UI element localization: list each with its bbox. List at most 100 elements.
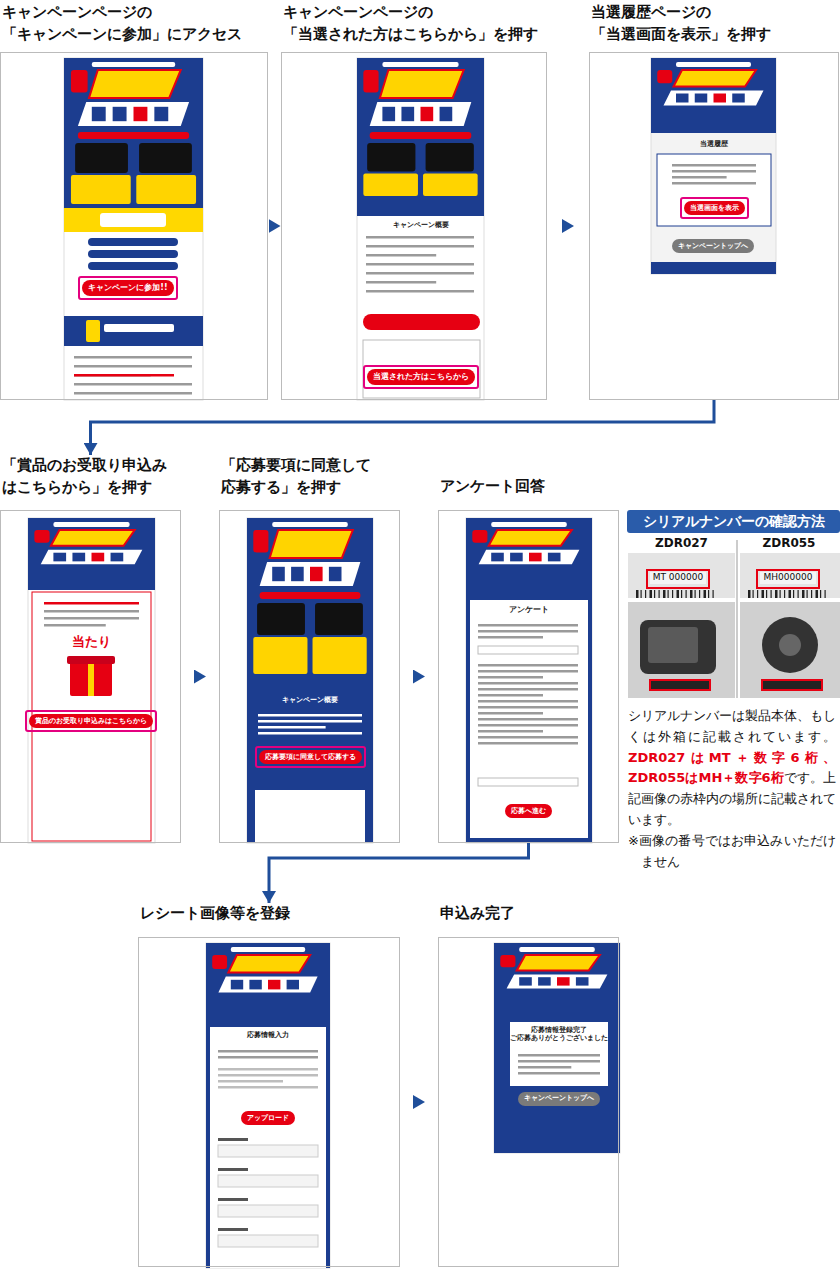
- text-line: [366, 236, 474, 239]
- screen: [357, 58, 484, 400]
- banner-title-block: [510, 553, 523, 562]
- text-line: [478, 712, 543, 715]
- barcode-bar: [699, 590, 700, 598]
- banner-title-block: [231, 980, 243, 990]
- step-panel: 申込み完了キャンペーントップへ: [438, 903, 619, 1267]
- link-pill: [88, 238, 178, 246]
- barcode-bar: [793, 590, 794, 598]
- input-box: [218, 1175, 318, 1187]
- serial-photos: [628, 540, 840, 698]
- barcode-bar: [771, 590, 772, 598]
- step-panel: キャンペーンページの 「当選された方はこちらから」を押す当選された方はこちらから: [281, 2, 547, 400]
- text-line: [366, 281, 436, 284]
- highlighted-button: 当選された方はこちらから: [363, 365, 479, 389]
- device-serial: [762, 680, 822, 690]
- input-box: [218, 1235, 318, 1247]
- banner-price: [136, 175, 196, 204]
- text-line: [518, 1060, 600, 1063]
- button-label: 当選された方はこちらから: [367, 369, 475, 385]
- text-line: [478, 630, 578, 633]
- divider: [737, 540, 738, 698]
- text-line: [478, 682, 578, 685]
- banner-subtitle: [519, 947, 595, 952]
- text-line: [478, 724, 578, 727]
- barcode-bar: [677, 590, 680, 598]
- barcode-bar: [659, 590, 660, 598]
- text-line: [672, 164, 756, 167]
- button: キャンペーントップへ: [672, 239, 754, 253]
- serial-frame: [757, 570, 819, 588]
- banner-title-block: [92, 553, 105, 562]
- gift-box: [70, 662, 112, 696]
- step-caption: キャンペーンページの 「キャンペーンに参加」にアクセス: [0, 2, 268, 46]
- reason-mark: [86, 320, 100, 342]
- banner-background: [206, 943, 330, 1023]
- step-panel: 「応募要項に同意して 応募する」を押す応募要項に同意して応募する: [219, 455, 400, 843]
- banner-price: [71, 175, 131, 204]
- banner-title-block: [272, 567, 285, 581]
- button-label: アップロード: [241, 1111, 295, 1125]
- screen-text: キャンペーン概要: [247, 696, 373, 705]
- banner-title-block: [519, 977, 532, 985]
- text-line: [478, 718, 578, 721]
- screenshot-frame: [219, 510, 400, 843]
- step-caption: 「応募要項に同意して 応募する」を押す: [219, 455, 400, 499]
- screenshot: [466, 518, 592, 843]
- text-line: [478, 736, 578, 739]
- content-bg: [247, 678, 373, 843]
- banner-badge: [34, 530, 49, 543]
- banner-badge: [363, 70, 378, 92]
- select-box: [478, 778, 578, 786]
- screen-text: 当選履歴: [651, 140, 776, 149]
- form-label: [218, 1228, 248, 1231]
- content-bg: [206, 1023, 330, 1268]
- highlighted-button: 応募要項に同意して応募する: [255, 746, 366, 768]
- serial-label: MH000000: [760, 572, 816, 584]
- banner-amount: [228, 955, 310, 973]
- screenshot: [28, 518, 155, 843]
- banner-badge: [253, 530, 268, 552]
- banner-background: [466, 518, 592, 590]
- barcode-bar: [757, 590, 758, 598]
- text-line: [478, 730, 543, 733]
- serial-frame: [647, 570, 709, 588]
- form-card: [210, 1027, 326, 1268]
- barcode-bar: [686, 590, 687, 598]
- text-line-red: [44, 602, 139, 605]
- gift-lid: [67, 656, 115, 664]
- link-pill: [88, 250, 178, 258]
- banner-title-block: [440, 107, 453, 121]
- screenshot: [494, 943, 620, 1153]
- form-label: [218, 1198, 248, 1201]
- text-line: [478, 688, 578, 691]
- screen: [28, 518, 155, 843]
- barcode-bar: [650, 590, 653, 598]
- banner-subtitle: [272, 522, 348, 527]
- banner-title-block: [401, 107, 414, 121]
- text-line: [74, 356, 192, 359]
- form-label: [218, 1138, 248, 1141]
- screen-text: 当たり: [32, 634, 151, 651]
- banner-price: [313, 637, 367, 674]
- text-line: [44, 617, 139, 620]
- button-label: 応募へ進む: [505, 804, 552, 818]
- text-line: [74, 365, 192, 368]
- text-line: [672, 170, 756, 173]
- serial-paragraph: シリアルナンバーは製品本体、もしくは外箱に記載されています。ZDR027はMT＋…: [628, 706, 836, 831]
- button-label: キャンペーンに参加!!: [82, 280, 173, 296]
- banner-title: [41, 550, 143, 564]
- banner-background: [247, 518, 373, 678]
- barcode-bar: [789, 590, 792, 598]
- text-line: [218, 1080, 283, 1083]
- barcode-bar: [748, 590, 751, 598]
- device-serial: [650, 680, 710, 690]
- barcode-bar: [713, 590, 714, 598]
- done-card: [510, 1022, 608, 1086]
- text-line: [518, 1066, 571, 1069]
- banner-amount: [89, 70, 181, 98]
- banner-subtitle: [676, 62, 751, 67]
- banner-camera: [139, 143, 192, 173]
- banner-background: [494, 943, 620, 1013]
- banner-camera: [75, 143, 128, 173]
